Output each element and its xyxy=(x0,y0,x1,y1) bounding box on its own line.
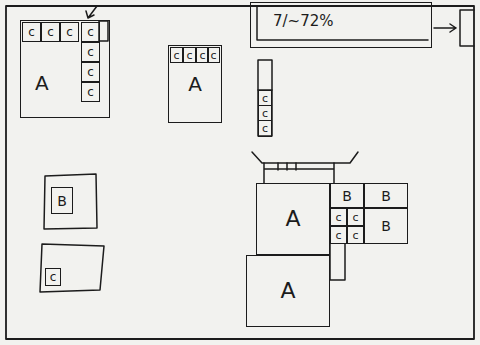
cell-letter: c xyxy=(210,50,216,61)
cell-letter: c xyxy=(87,86,94,98)
cell-box: c xyxy=(41,22,60,42)
cell-box: c xyxy=(22,22,41,42)
cell-box: B xyxy=(364,208,408,244)
cell-letter: A xyxy=(35,73,49,93)
bracket xyxy=(252,152,358,163)
cell-box: c xyxy=(258,105,272,121)
flow-arrow xyxy=(434,24,456,32)
cell-letter: c xyxy=(66,26,73,38)
cell-letter: B xyxy=(381,219,391,233)
cell-box: B xyxy=(364,183,408,208)
outer-square xyxy=(44,174,97,229)
cell-box: c xyxy=(258,90,272,106)
cell-box: c xyxy=(347,208,364,226)
cell-letter: A xyxy=(285,208,300,230)
cell-box: c xyxy=(347,226,364,244)
cell-box: c xyxy=(330,208,347,226)
cell-letter: A xyxy=(280,280,295,302)
cell-box: B xyxy=(330,183,364,208)
cell-letter: B xyxy=(342,189,352,203)
cell-box: c xyxy=(330,226,347,244)
cell-box: A xyxy=(256,183,330,255)
cell-box: Acccc xyxy=(168,45,222,123)
cell-box: c xyxy=(60,22,79,42)
cell-box: c xyxy=(170,47,183,63)
cell-letter: c xyxy=(50,271,57,283)
cell-box: B xyxy=(51,187,73,214)
pointer-arrow xyxy=(86,6,97,18)
cell-letter: c xyxy=(87,66,94,78)
cell-letter: c xyxy=(262,123,268,134)
cell-box: c xyxy=(81,82,100,102)
cell-box: Accccccc xyxy=(20,20,110,118)
cell-letter: c xyxy=(173,50,179,61)
cell-letter: B xyxy=(57,194,67,208)
cell-letter: c xyxy=(87,46,94,58)
bracket-ticks xyxy=(278,163,296,170)
cell-letter: A xyxy=(188,74,202,94)
cell-box: c xyxy=(81,22,100,42)
screen-box: 7/~72% xyxy=(250,2,432,48)
cell-letter: c xyxy=(87,26,94,38)
cell-letter: c xyxy=(335,230,341,241)
cell-box: c xyxy=(258,120,272,137)
grid-extension xyxy=(330,244,345,280)
cell-letter: c xyxy=(47,26,54,38)
cell-letter: c xyxy=(199,50,205,61)
cut-box xyxy=(460,10,474,46)
cell-box: c xyxy=(45,268,61,286)
cell-letter: c xyxy=(335,212,341,223)
cell-letter: c xyxy=(352,212,358,223)
strip-outline xyxy=(258,60,272,136)
cell-box: c xyxy=(81,62,100,82)
cell-letter: c xyxy=(262,108,268,119)
cell-letter: B xyxy=(381,189,391,203)
screen-inner-line xyxy=(257,6,428,40)
cell-letter: c xyxy=(28,26,35,38)
bracket-legs xyxy=(264,163,334,183)
paper-frame xyxy=(6,6,474,339)
cell-letter: c xyxy=(186,50,192,61)
cell-letter: c xyxy=(352,230,358,241)
cell-letter: 7/~72% xyxy=(273,14,334,29)
cell-box: A xyxy=(246,255,330,327)
cell-box: c xyxy=(207,47,220,63)
cell-box: c xyxy=(183,47,196,63)
cell-box: c xyxy=(81,42,100,62)
outer-square xyxy=(40,244,104,292)
cell-letter: c xyxy=(262,93,268,104)
corner-sliver xyxy=(99,21,108,41)
